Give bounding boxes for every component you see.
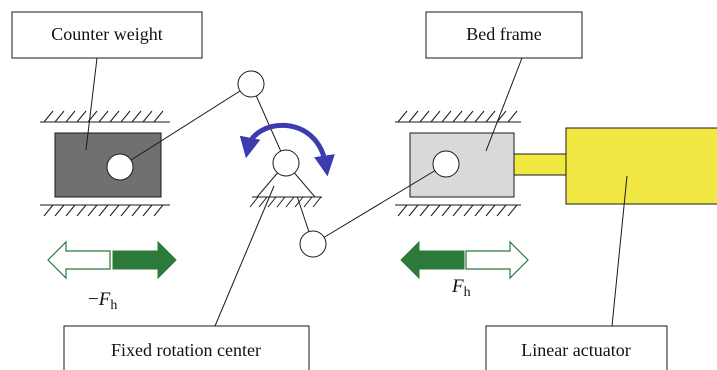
hatched-ground-icon <box>395 110 521 217</box>
callout-leaders <box>85 57 628 327</box>
hatch-mark <box>496 110 507 123</box>
hatch-mark <box>142 110 153 123</box>
hatch-mark <box>142 204 153 217</box>
hatched-ground-icon <box>40 110 170 217</box>
hatch-mark <box>408 204 419 217</box>
hatch-mark <box>98 204 109 217</box>
hatch-mark <box>408 110 419 123</box>
hatch-mark <box>397 204 408 217</box>
hatch-mark <box>452 204 463 217</box>
linear-actuator-cylinder <box>565 127 717 205</box>
fixed-rotation-center-label: Fixed rotation center <box>111 340 261 360</box>
hatch-mark <box>76 110 87 123</box>
hatch-mark <box>474 110 485 123</box>
hatch-mark <box>496 204 507 217</box>
hatch-mark <box>109 110 120 123</box>
hatch-mark <box>131 204 142 217</box>
hatch-mark <box>485 204 496 217</box>
solid-right-arrow-icon <box>112 240 177 280</box>
hatch-mark <box>87 204 98 217</box>
hatch-mark <box>54 110 65 123</box>
hatch-mark <box>153 204 164 217</box>
hatch-mark <box>153 110 164 123</box>
hatch-mark <box>463 204 474 217</box>
bed-frame-label: Bed frame <box>466 24 541 44</box>
right-force-arrows <box>400 240 529 280</box>
hatch-mark <box>98 110 109 123</box>
curved-double-arrow-icon <box>239 122 335 177</box>
hatch-mark <box>463 110 474 123</box>
hatch-mark <box>430 204 441 217</box>
right-force-label: Fh <box>451 276 471 300</box>
hatch-mark <box>419 204 430 217</box>
fixed-rotation-center-joint <box>272 149 300 177</box>
counter-weight-joint <box>106 153 134 181</box>
hatch-mark <box>507 204 518 217</box>
linear-actuator-label: Linear actuator <box>521 340 630 360</box>
hatch-mark <box>109 204 120 217</box>
upper-link-joint <box>237 70 265 98</box>
hatch-mark <box>65 110 76 123</box>
hatch-mark <box>430 110 441 123</box>
hatch-mark <box>485 110 496 123</box>
hatch-mark <box>43 204 54 217</box>
hatch-mark <box>120 110 131 123</box>
lower-link-joint <box>299 230 327 258</box>
bed-frame-block <box>409 132 515 198</box>
hatch-mark <box>131 110 142 123</box>
outline-left-arrow-icon <box>47 240 111 280</box>
hatch-mark <box>76 204 87 217</box>
hatch-mark <box>441 204 452 217</box>
fixed-rotation-center-label-box: Fixed rotation center <box>63 325 310 370</box>
hatch-mark <box>441 110 452 123</box>
joints <box>106 70 460 258</box>
bed-frame-joint <box>432 150 460 178</box>
hatch-mark <box>120 204 131 217</box>
left-force-label: −Fh <box>88 289 117 313</box>
counter-weight-label-box: Counter weight <box>11 11 203 59</box>
hatch-mark <box>474 204 485 217</box>
bed-frame-label-box: Bed frame <box>425 11 583 59</box>
hatch-mark <box>419 110 430 123</box>
hatch-mark <box>507 110 518 123</box>
hatch-mark <box>65 204 76 217</box>
linear-actuator-label-box: Linear actuator <box>485 325 668 370</box>
solid-left-arrow-icon <box>400 240 465 280</box>
hatch-mark <box>54 204 65 217</box>
actuator-rod <box>513 153 567 176</box>
hatch-mark <box>452 110 463 123</box>
hatch-mark <box>397 110 408 123</box>
left-force-arrows <box>47 240 177 280</box>
hatch-mark <box>43 110 54 123</box>
outline-right-arrow-icon <box>465 240 529 280</box>
triangle-pivot-icon <box>249 162 322 208</box>
counter-weight-label: Counter weight <box>51 24 162 44</box>
